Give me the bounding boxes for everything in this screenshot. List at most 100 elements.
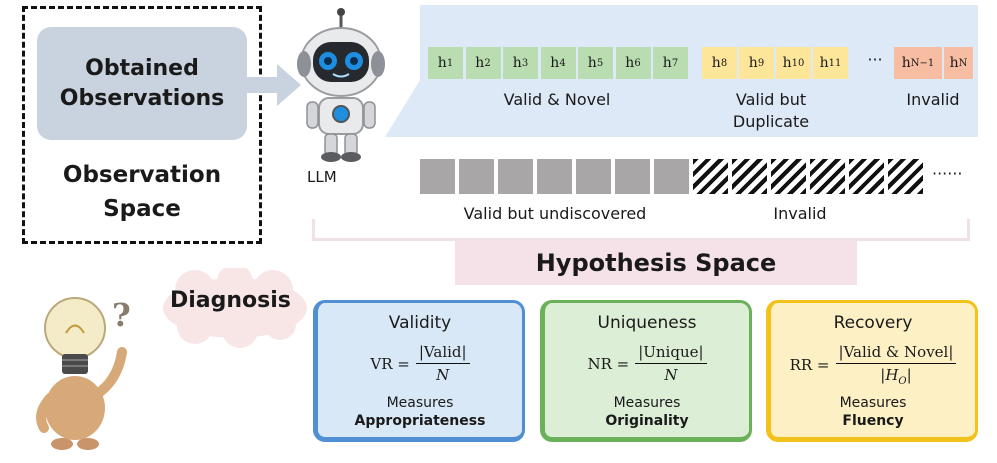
undiscovered-invalid-cell xyxy=(810,159,845,194)
hypothesis-index: 9 xyxy=(757,57,765,69)
observation-space-label: Observation Space xyxy=(22,158,262,226)
obtained-observations-box: Obtained Observations xyxy=(37,27,247,140)
hypothesis-index: 3 xyxy=(521,57,529,69)
hypothesis-symbol: h xyxy=(949,55,959,71)
formula-denominator: |HO| xyxy=(880,366,912,387)
hypothesis-symbol: h xyxy=(711,55,721,71)
formula-lhs: VR = xyxy=(370,354,410,373)
hypothesis-index: 8 xyxy=(720,57,728,69)
diagnosis-label: Diagnosis xyxy=(170,288,291,313)
formula-numerator: |Unique| xyxy=(635,343,707,364)
formula-fraction: |Valid| N xyxy=(415,343,470,384)
duplicate-label-line1: Valid but xyxy=(735,90,807,109)
right-arrow-icon xyxy=(245,64,301,106)
lightbulb-character-icon: ? xyxy=(36,296,131,450)
hypothesis-index: 7 xyxy=(671,57,679,69)
hypothesis-space-bracket xyxy=(312,219,970,241)
hypothesis-index: 11 xyxy=(828,57,842,69)
formula-fraction: |Unique| N xyxy=(635,343,707,384)
llm-label: LLM xyxy=(307,168,337,186)
metric-quality: Appropriateness xyxy=(354,413,486,429)
formula-denominator: N xyxy=(436,366,450,384)
observation-space-frame xyxy=(22,6,262,244)
formula-denominator: N xyxy=(664,366,678,384)
invalid-label: Invalid xyxy=(906,90,960,109)
metric-measures-label: Measures xyxy=(839,395,907,411)
valid-undiscovered-label: Valid but undiscovered xyxy=(463,204,647,223)
hypothesis-index: 4 xyxy=(559,57,566,69)
metric-formula: VR = |Valid| N xyxy=(318,343,522,384)
metric-formula: NR = |Unique| N xyxy=(545,343,749,384)
thought-cloud-icon xyxy=(163,268,307,348)
formula-fraction: |Valid & Novel||HO| xyxy=(835,343,957,387)
svg-text:?: ? xyxy=(112,296,131,334)
hypothesis-space-title: Hypothesis Space xyxy=(455,241,857,285)
undiscovered-invalid-cell xyxy=(771,159,806,194)
hypotheses-ellipsis: ··· xyxy=(867,50,883,69)
undiscovered-invalid-cell xyxy=(693,159,728,194)
invalid-undiscovered-label: Invalid xyxy=(773,204,827,223)
hypothesis-index: N xyxy=(958,57,968,69)
undiscovered-valid-cell xyxy=(576,159,611,194)
hypothesis-index: 2 xyxy=(484,57,491,69)
undiscovered-ellipsis: ······ xyxy=(932,164,963,183)
hypothesis-symbol: h xyxy=(901,55,911,71)
undiscovered-invalid-cell xyxy=(849,159,884,194)
obs-label-line2: Space xyxy=(103,196,181,222)
hypothesis-symbol: h xyxy=(819,55,829,71)
hypothesis-symbol: h xyxy=(512,55,522,71)
metric-quality: Originality xyxy=(605,413,689,429)
undiscovered-valid-cell xyxy=(537,159,572,194)
undiscovered-valid-cell xyxy=(420,159,455,194)
hypothesis-index: N−1 xyxy=(910,57,935,69)
obs-box-line2: Observations xyxy=(59,85,225,111)
undiscovered-invalid-cell xyxy=(732,159,767,194)
hypothesis-symbol: h xyxy=(748,55,758,71)
hypothesis-symbol: h xyxy=(437,55,447,71)
metric-title: Recovery xyxy=(833,313,913,333)
formula-lhs: NR = xyxy=(587,354,630,373)
robot-icon xyxy=(297,8,385,162)
metric-measures-label: Measures xyxy=(386,395,454,411)
hypothesis-index: 1 xyxy=(446,57,454,69)
undiscovered-valid-cell xyxy=(498,159,533,194)
metric-title: Uniqueness xyxy=(597,313,697,333)
hypothesis-index: 10 xyxy=(791,57,805,69)
hypothesis-index: 5 xyxy=(596,57,604,69)
duplicate-label-line2: Duplicate xyxy=(732,112,810,131)
hypothesis-symbol: h xyxy=(625,55,635,71)
obs-box-line1: Obtained xyxy=(85,55,199,81)
speech-pointer xyxy=(385,80,420,137)
obs-label-line1: Observation xyxy=(62,162,222,188)
hypothesis-symbol: h xyxy=(587,55,597,71)
hypothesis-symbol: h xyxy=(475,55,485,71)
metric-measures-label: Measures xyxy=(613,395,681,411)
undiscovered-valid-cell xyxy=(459,159,494,194)
formula-lhs: RR = xyxy=(789,356,830,374)
valid-novel-label: Valid & Novel xyxy=(503,90,611,109)
metric-quality: Fluency xyxy=(842,413,904,429)
formula-numerator: |Valid & Novel| xyxy=(835,343,957,364)
undiscovered-valid-cell xyxy=(615,159,650,194)
formula-numerator: |Valid| xyxy=(415,343,470,364)
hypothesis-index: 6 xyxy=(634,57,641,69)
hypothesis-symbol: h xyxy=(662,55,672,71)
undiscovered-valid-cell xyxy=(654,159,689,194)
undiscovered-invalid-cell xyxy=(888,159,923,194)
